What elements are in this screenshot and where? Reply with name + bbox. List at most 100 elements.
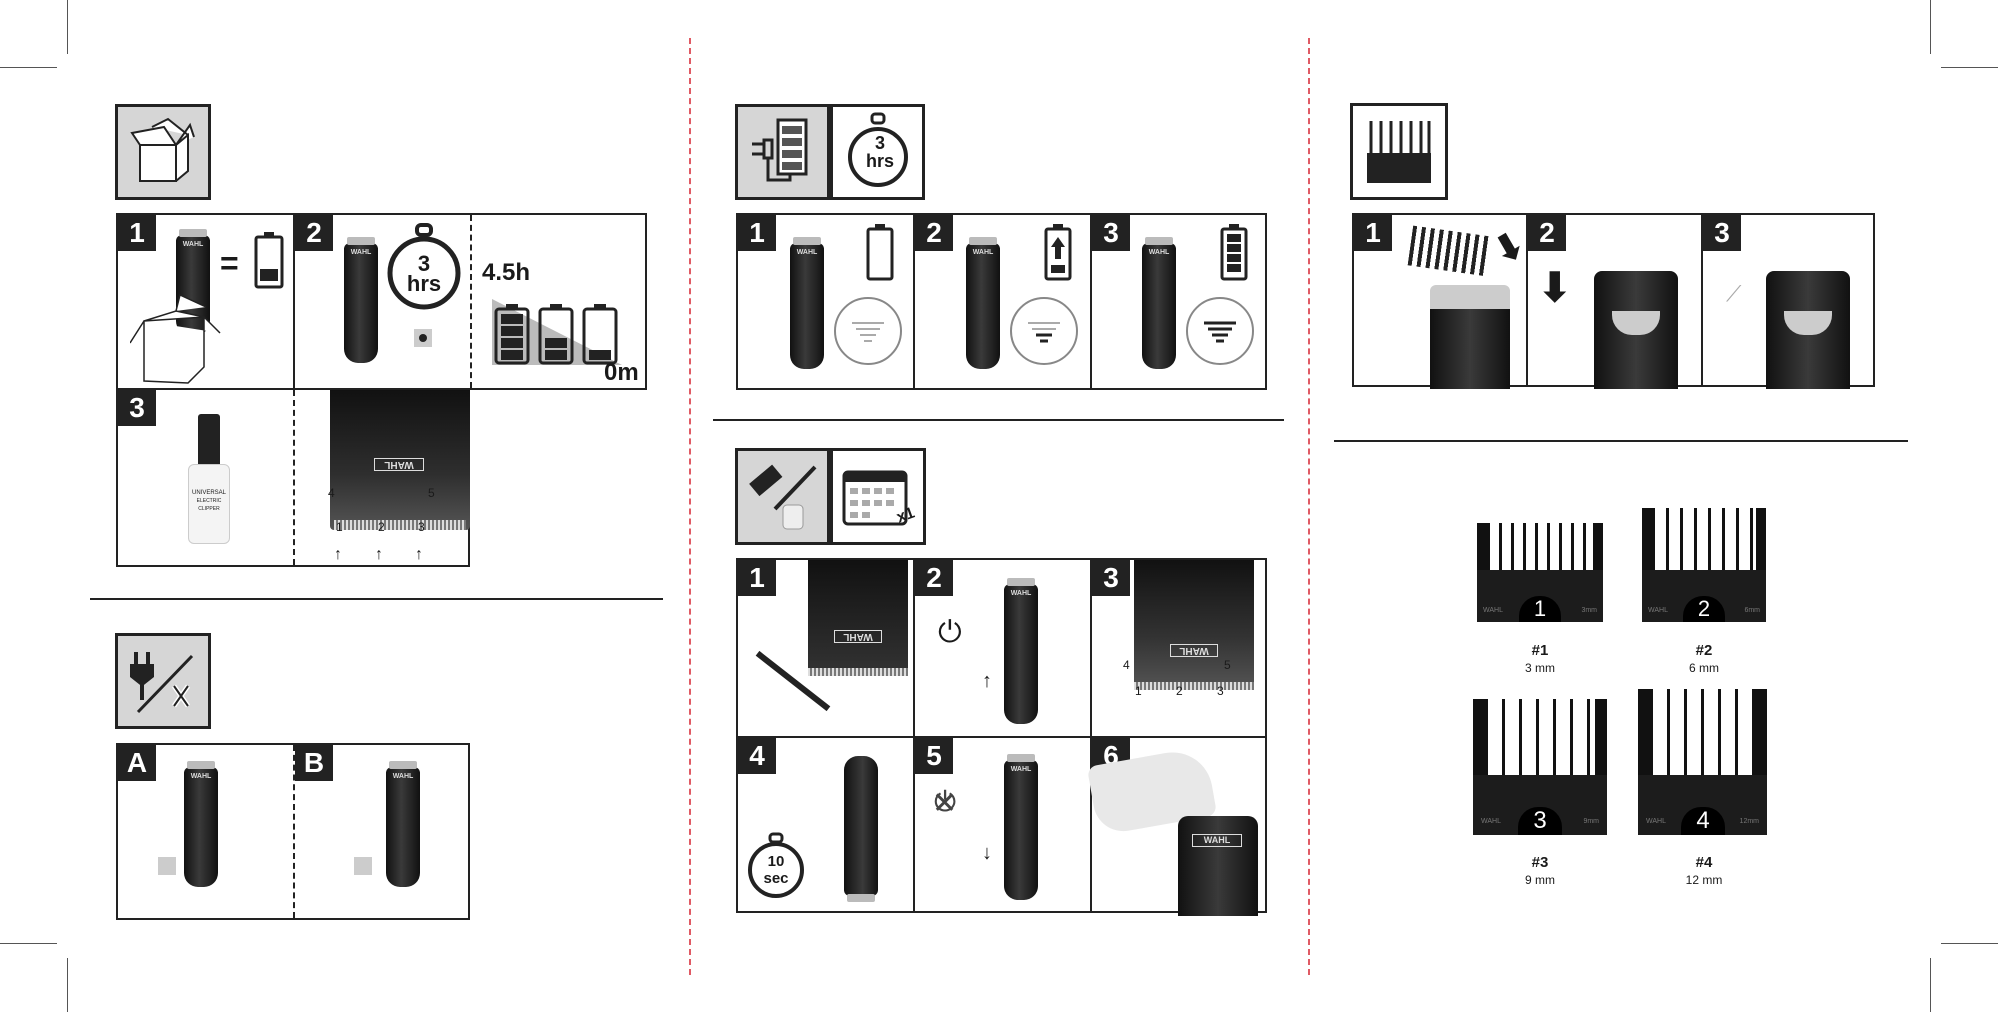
step-number: 2 xyxy=(915,560,953,596)
guard-3: 3 WAHL 9mm xyxy=(1473,699,1607,835)
clipper-with-guard xyxy=(1594,271,1678,389)
low-battery-icon xyxy=(254,232,284,289)
stopwatch-icon: 3 hrs xyxy=(830,104,925,200)
oiling-panel: 3 UNIVERSAL ELECTRIC CLIPPER WAHL 1 2 3 … xyxy=(116,388,470,567)
step-number: 3 xyxy=(118,390,156,426)
guard-number: 1 xyxy=(1519,596,1561,622)
guard-length: 9 mm xyxy=(1525,873,1555,887)
click-lines-icon: ⟋ xyxy=(1726,281,1742,306)
guard-marking: 6mm xyxy=(1744,607,1760,614)
crop-mark xyxy=(1941,67,1998,68)
guard-number: 3 xyxy=(1518,807,1562,835)
power-on-icon: ⏻ xyxy=(938,616,962,649)
step-number: 1 xyxy=(738,560,776,596)
guard-length: 12 mm xyxy=(1685,873,1723,887)
guard-label: #2 6 mm xyxy=(1644,642,1764,675)
oil-point: 4 xyxy=(1123,658,1130,672)
guard-brand: WAHL xyxy=(1646,818,1666,825)
runtime-end-label: 0m xyxy=(604,359,639,386)
guard-number: 2 xyxy=(1683,596,1725,622)
empty-battery-icon xyxy=(866,224,894,281)
guard-comb xyxy=(1407,225,1493,277)
oil-point: 5 xyxy=(428,486,435,500)
step-number: 2 xyxy=(295,215,333,251)
guard-length: 3 mm xyxy=(1525,661,1555,675)
runtime-label: 4.5h xyxy=(482,259,531,286)
arrow-up-icon: ↑ xyxy=(375,546,383,563)
guard-brand: WAHL xyxy=(1648,607,1668,614)
run-time-unit: sec xyxy=(763,870,789,887)
clipper-image: WAHL xyxy=(184,761,218,887)
clipper-image xyxy=(844,756,878,896)
guard-name: #3 xyxy=(1531,854,1549,871)
open-box-icon xyxy=(130,293,221,384)
charge-time-unit: hrs xyxy=(406,271,442,296)
charging-battery-icon xyxy=(735,104,830,200)
guard-number: 4 xyxy=(1681,807,1725,835)
crop-mark xyxy=(0,67,57,68)
guard-attach-panel: 1 ⬇ 2 ⬇ 3 ⟋ xyxy=(1352,213,1875,389)
wall-socket-icon xyxy=(354,857,372,875)
power-off-icon: ⏻✕ xyxy=(932,786,958,820)
step-number: 3 xyxy=(1092,560,1130,596)
run-time-value: 10 xyxy=(767,853,785,870)
guard-name: #4 xyxy=(1695,854,1713,871)
step-number: 3 xyxy=(1092,215,1130,251)
equals-sign: = xyxy=(220,245,239,281)
clipper-with-guard xyxy=(1430,285,1510,389)
blade-closeup: WAHL xyxy=(808,560,908,676)
oil-bottle: UNIVERSAL ELECTRIC CLIPPER xyxy=(188,414,230,544)
crop-mark xyxy=(0,943,57,944)
guard-label: #1 3 mm xyxy=(1480,642,1600,675)
led-indicator-zoom xyxy=(834,297,902,365)
guard-name: #2 xyxy=(1695,642,1713,659)
crop-mark xyxy=(1930,958,1931,1012)
oil-label: ELECTRIC CLIPPER xyxy=(196,498,222,512)
step-number: 2 xyxy=(1528,215,1566,251)
step-label: A xyxy=(118,745,156,781)
wall-socket-icon xyxy=(414,329,432,347)
wall-socket-icon xyxy=(158,857,176,875)
guard-1: 1 WAHL 3mm xyxy=(1477,523,1603,622)
clipper-image: WAHL xyxy=(1142,237,1176,369)
guard-comb-icon xyxy=(1350,103,1448,200)
step-number: 2 xyxy=(915,215,953,251)
unbox-panel: 1 WAHL = 2 WAHL 3 hrs 4.5h 0m xyxy=(116,213,647,390)
guard-marking: 9mm xyxy=(1583,818,1599,825)
blade-closeup: WAHL xyxy=(1134,560,1254,690)
led-indicator-zoom xyxy=(1186,297,1254,365)
cleaning-tools-icon xyxy=(735,448,830,545)
charging-panel: 1 WAHL 2 WAHL 3 WAHL xyxy=(736,213,1267,390)
oil-point: 3 xyxy=(1217,684,1224,698)
oil-point: 1 xyxy=(1135,684,1142,698)
oil-point: 1 xyxy=(336,520,343,534)
arrow-up-icon: ↑ xyxy=(982,670,992,692)
clipper-image: WAHL xyxy=(1178,816,1258,916)
crop-mark xyxy=(67,958,68,1012)
runtime-battery-graphic xyxy=(492,299,622,365)
guard-brand: WAHL xyxy=(1483,607,1503,614)
oil-point: 3 xyxy=(418,520,425,534)
guard-name: #1 xyxy=(1531,642,1549,659)
guard-brand: WAHL xyxy=(1481,818,1501,825)
clipper-with-guard xyxy=(1766,271,1850,389)
guard-length: 6 mm xyxy=(1689,661,1719,675)
step-label: B xyxy=(295,745,333,781)
arrow-up-icon: ↑ xyxy=(415,546,423,563)
maintenance-panel: 1 WAHL 2 WAHL ⏻ ↑ 3 WAHL 1 2 3 4 5 4 10 … xyxy=(736,558,1267,916)
clipper-image: WAHL xyxy=(344,237,378,363)
led-indicator-zoom xyxy=(1010,297,1078,365)
crop-mark xyxy=(1930,0,1931,54)
stopwatch-icon xyxy=(387,223,461,310)
arrow-up-icon: ↑ xyxy=(334,546,342,563)
section-divider xyxy=(713,419,1284,421)
oil-label: UNIVERSAL xyxy=(191,490,226,496)
step-number: 1 xyxy=(1354,215,1392,251)
step-number: 5 xyxy=(915,738,953,774)
clipper-image: WAHL xyxy=(1004,578,1038,724)
guard-label: #4 12 mm xyxy=(1644,854,1764,887)
clipper-image: WAHL xyxy=(790,237,824,369)
arrow-down-icon: ⬇ xyxy=(1538,266,1572,310)
oil-point: 2 xyxy=(1176,684,1183,698)
calendar-icon: x1 xyxy=(830,448,926,545)
